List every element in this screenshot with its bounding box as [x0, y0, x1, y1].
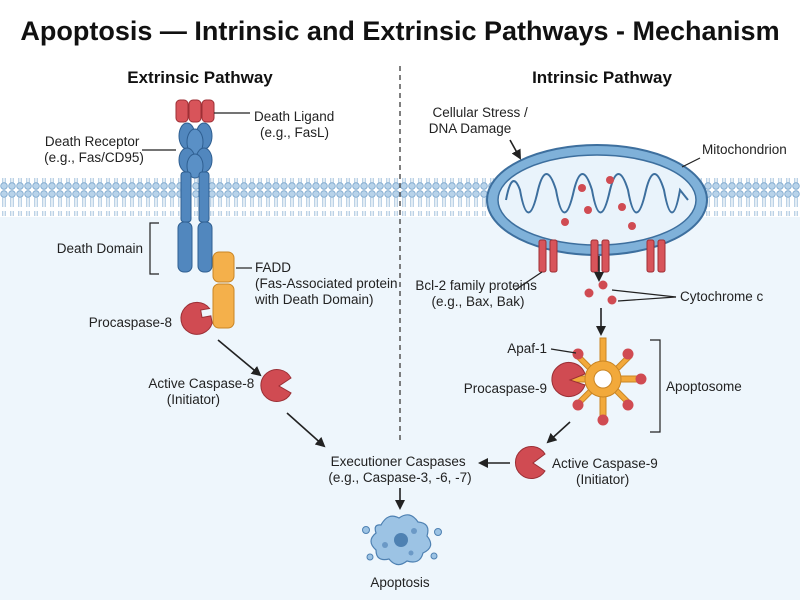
- fadd-label: FADD (Fas-Associated protein with Death …: [254, 260, 401, 307]
- procaspase8-label: Procaspase-8: [89, 315, 172, 330]
- death-receptor-icon: [177, 122, 213, 273]
- active-caspase9-icon: [515, 446, 546, 479]
- death-domain-label: Death Domain: [57, 241, 143, 256]
- mitochondrion-leader: [681, 157, 701, 168]
- cytochrome-leader-b: [617, 296, 677, 302]
- procaspase9-label: Procaspase-9: [464, 381, 547, 396]
- apaf1-leader: [550, 348, 577, 354]
- apaf1-label: Apaf-1: [507, 341, 547, 356]
- mitochondrion-label: Mitochondrion: [702, 142, 787, 157]
- procaspase9-icon: [551, 362, 586, 397]
- death-receptor-label: Death Receptor (e.g., Fas/CD95): [44, 134, 144, 165]
- cytochrome-c-icon: [584, 280, 617, 305]
- active-caspase8-label: Active Caspase-8 (Initiator): [148, 376, 258, 407]
- arrow-caspase8-to-executioner: [286, 412, 326, 448]
- bcl2-label: Bcl-2 family proteins (e.g., Bax, Bak): [415, 278, 540, 309]
- apoptosome-label: Apoptosome: [666, 379, 742, 394]
- active-caspase8-icon: [260, 369, 292, 402]
- arrow-apoptosome-to-caspase9: [546, 421, 571, 444]
- active-caspase9-label: Active Caspase-9 (Initiator): [552, 456, 662, 487]
- executioner-label: Executioner Caspases (e.g., Caspase-3, -…: [328, 454, 471, 485]
- bcl2-leader: [514, 271, 543, 291]
- death-domain-bracket: [149, 222, 159, 275]
- stress-label: Cellular Stress / DNA Damage: [429, 105, 532, 136]
- intrinsic-heading: Intrinsic Pathway: [532, 68, 672, 87]
- apoptosome-icon: [566, 337, 647, 426]
- arrow-stress-to-mito: [509, 139, 521, 160]
- cytochrome-leader-a: [611, 289, 677, 298]
- apoptotic-cell-icon: [362, 514, 442, 566]
- extrinsic-heading: Extrinsic Pathway: [127, 68, 273, 87]
- cytochrome-c-label: Cytochrome c: [680, 289, 764, 304]
- apoptosome-bracket: [650, 339, 661, 433]
- fadd-icon: [212, 251, 235, 329]
- procaspase8-icon: [180, 301, 213, 335]
- death-ligand-label: Death Ligand (e.g., FasL): [254, 109, 338, 140]
- arrow-procaspase8-to-caspase8: [217, 339, 262, 377]
- page-title: Apoptosis — Intrinsic and Extrinsic Path…: [20, 16, 779, 46]
- apoptosis-label: Apoptosis: [370, 575, 430, 590]
- mitochondrion-icon: [486, 144, 708, 256]
- death-ligand-icon: [175, 99, 215, 123]
